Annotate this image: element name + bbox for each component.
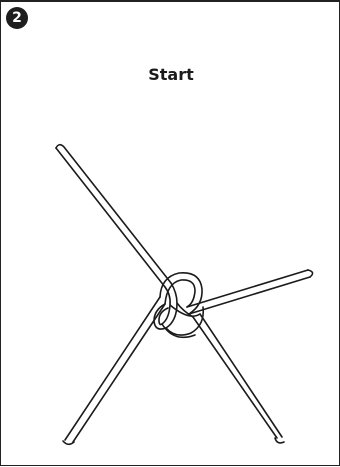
rod-right: [189, 277, 310, 314]
rod-left-diagonal: [56, 145, 171, 283]
rod-bottom-left: [65, 297, 160, 440]
